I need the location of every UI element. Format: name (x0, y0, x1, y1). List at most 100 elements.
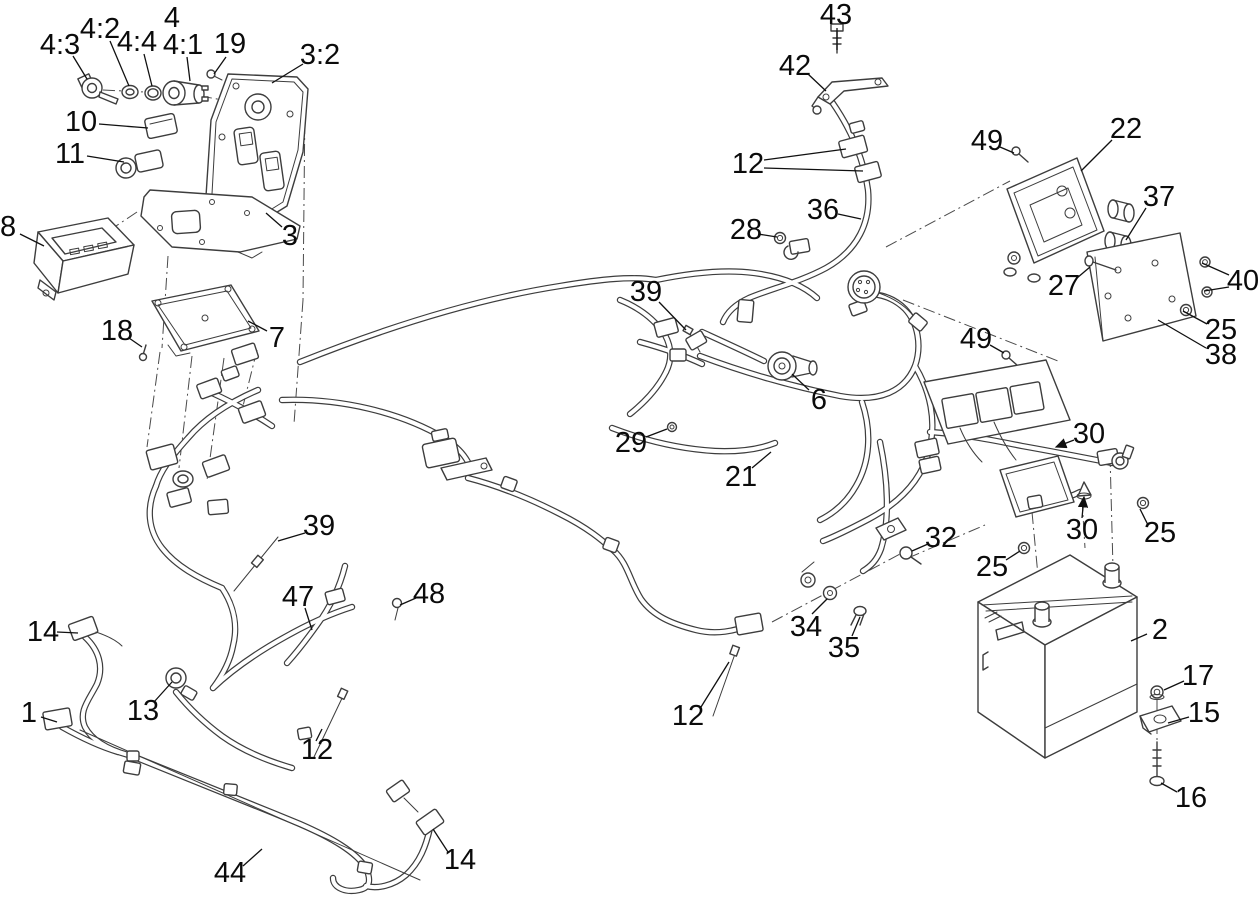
callout-number: 11 (55, 138, 85, 170)
callout-number: 48 (413, 578, 445, 610)
callout-3-2: 3:2 (271, 39, 340, 84)
callout-43: 43 (820, 0, 852, 50)
battery-cable-clamp (666, 421, 1150, 626)
callout-number: 47 (282, 581, 314, 613)
callout-39: 39 (277, 510, 335, 542)
callout-leader-line (277, 532, 306, 542)
callout-3: 3 (265, 212, 298, 252)
callout-leader-line (811, 598, 828, 615)
callout-leader-line (265, 212, 283, 228)
callout-number: 3:2 (300, 39, 340, 71)
callout-number: 4 (164, 2, 180, 34)
callout-number: 15 (1188, 697, 1220, 729)
callout-leader-line (1080, 139, 1113, 172)
ring-terminal (800, 572, 816, 588)
callout-number: 37 (1143, 181, 1175, 213)
callout-6: 6 (791, 373, 827, 416)
callout-4-3: 4:3 (40, 29, 88, 80)
callout-number: 39 (630, 276, 662, 308)
key-switch-hole (244, 93, 272, 121)
callout-number: 30 (1073, 418, 1105, 450)
callout-number: 1 (21, 697, 37, 729)
callout-4: 4 (164, 2, 180, 34)
callout-leader-line (645, 428, 668, 438)
callout-4-1: 4:1 (163, 29, 203, 82)
callout-19: 19 (213, 28, 246, 75)
callout-leader-line (1203, 286, 1230, 292)
callout-number: 44 (214, 857, 246, 889)
callout-8: 8 (0, 211, 45, 247)
callout-leader-line (763, 167, 864, 172)
callout-number: 17 (1182, 660, 1214, 692)
callout-number: 29 (615, 427, 647, 459)
callout-number: 36 (807, 194, 839, 226)
battery-hold-down (1139, 685, 1182, 787)
callout-28: 28 (730, 214, 778, 246)
mounting-bracket (1001, 146, 1213, 367)
callout-leader-line (40, 716, 58, 723)
callout-21: 21 (725, 451, 772, 493)
controller-module (138, 284, 260, 366)
callout-25: 25 (1182, 310, 1237, 346)
inline-relay (421, 428, 493, 481)
support-bracket (773, 23, 889, 260)
branch-screw (391, 597, 403, 609)
switch-ring (144, 85, 162, 101)
ground-tab (875, 517, 907, 541)
callout-leader-line (1130, 633, 1148, 642)
callout-leader-line (399, 597, 417, 606)
callout-leader-line (658, 301, 687, 331)
callout-49: 49 (971, 125, 1015, 157)
callout-35: 35 (828, 616, 861, 664)
callout-number: 14 (27, 616, 59, 648)
callout-leader-line (751, 451, 772, 469)
callout-number: 34 (790, 611, 822, 643)
hold-down-bolt (1152, 741, 1162, 777)
callout-number: 22 (1110, 113, 1142, 145)
callout-number: 25 (1205, 314, 1237, 346)
callout-30: 30 (1054, 418, 1105, 450)
hex-bolt (899, 546, 913, 560)
key-switch (767, 351, 797, 381)
callout-leader-line (1163, 680, 1185, 691)
callout-number: 49 (960, 323, 992, 355)
callout-leader-line (1157, 319, 1207, 349)
ignition-switch-parts (77, 69, 223, 106)
callout-leader-line (271, 63, 304, 84)
callout-leader-line (1182, 310, 1208, 325)
callout-leader-line (56, 631, 79, 634)
callout-11: 11 (55, 138, 125, 170)
callout-12: 12 (672, 661, 730, 732)
callout-47: 47 (282, 581, 314, 631)
panel-screw (206, 69, 216, 79)
callout-14: 14 (432, 828, 476, 876)
panel-cutout (170, 209, 202, 235)
callout-leader-line (1054, 438, 1075, 449)
display-module (33, 217, 135, 301)
callout-number: 49 (971, 125, 1003, 157)
rocker-switch (115, 112, 178, 179)
hex-nut (1150, 685, 1164, 699)
callout-48: 48 (399, 578, 445, 610)
callout-number: 38 (1205, 339, 1237, 371)
callout-leader-line (999, 146, 1015, 154)
callout-4-4: 4:4 (117, 26, 157, 87)
key-blade (98, 91, 119, 105)
callout-leader-line (763, 148, 847, 161)
callout-leader-line (153, 681, 173, 703)
callout-number: 40 (1227, 265, 1258, 297)
switch-cutout (233, 126, 259, 166)
callout-32: 32 (911, 522, 957, 554)
callout-number: 12 (732, 148, 764, 180)
callout-leader-line (72, 55, 88, 80)
callout-number: 21 (725, 461, 757, 493)
callout-12: 12 (732, 148, 864, 180)
callout-number: 16 (1175, 782, 1207, 814)
harness-connectors-left (145, 365, 267, 516)
callout-number: 19 (214, 28, 246, 60)
callout-leader-line (19, 233, 45, 247)
callout-leader-line (315, 728, 323, 742)
callout-leader-line (186, 56, 191, 82)
switch-nut (121, 84, 139, 100)
callout-7: 7 (247, 320, 285, 354)
